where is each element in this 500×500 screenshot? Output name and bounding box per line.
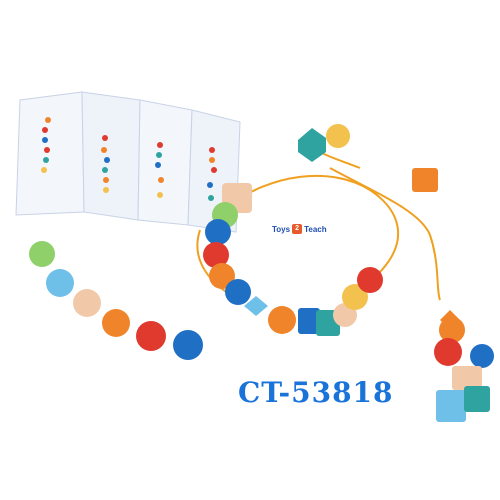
top-loose-beads [298,124,438,192]
logo-mark-icon: 2 [292,224,303,234]
logo-word-1: Toys [272,224,291,234]
product-code: CT-53818 [238,376,394,409]
bead-necklace [203,183,383,336]
logo-word-2: Teach [304,224,327,234]
brand-logo: Toys 2 Teach [272,224,327,234]
bead-stack [434,310,494,422]
pattern-card [15,91,241,233]
loose-beads-row [29,241,203,360]
